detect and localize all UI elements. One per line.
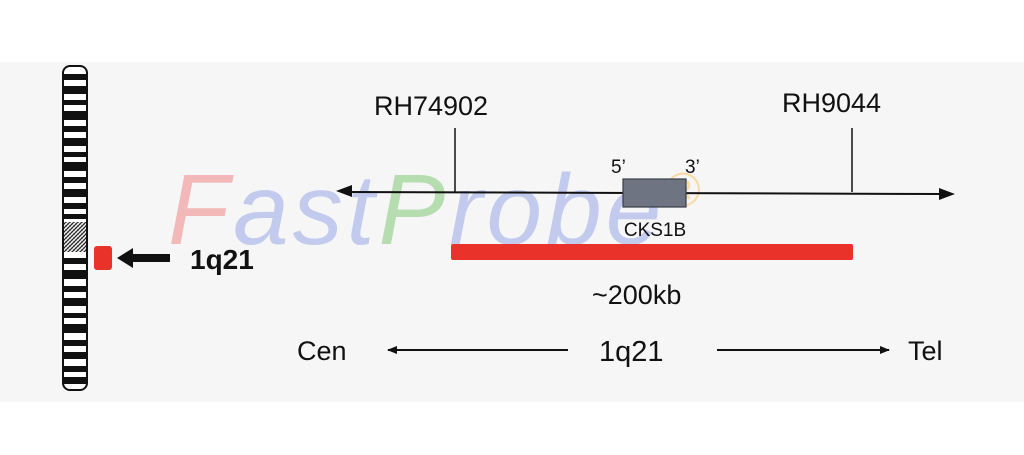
gene-box <box>622 178 687 208</box>
chromosome-band <box>64 324 86 333</box>
band-highlight-marker <box>94 246 112 270</box>
chromosome-ideogram <box>62 65 88 391</box>
marker-right-label: RH9044 <box>782 88 881 118</box>
chromosome-band <box>64 214 86 219</box>
probe-size-label: ~200kb <box>592 280 681 310</box>
gene-five-prime-label: 5’ <box>611 157 626 178</box>
chromosome-band <box>64 111 86 120</box>
chromosome-band <box>64 138 86 146</box>
genomic-axis-left-arrowhead <box>336 185 352 197</box>
chromosome-bands <box>64 74 86 384</box>
centromere-direction-label: Cen <box>297 336 347 366</box>
chromosome-band <box>64 298 86 306</box>
chromosome-band <box>64 313 86 318</box>
band-arrow <box>117 248 170 268</box>
chromosome-band <box>64 152 86 157</box>
chromosome-band <box>64 340 86 346</box>
orientation-band-label: 1q21 <box>599 336 664 368</box>
diagram-background <box>0 62 1024 402</box>
chromosome-band <box>64 74 86 80</box>
telomere-direction-label: Tel <box>908 336 943 366</box>
marker-left-label: RH74902 <box>374 91 488 121</box>
chromosome-band <box>64 189 86 197</box>
gene-three-prime-label: 3’ <box>685 157 700 178</box>
chromosome-band <box>64 270 86 279</box>
watermark-part-ast: ast <box>233 154 379 266</box>
chromosome-band <box>64 177 86 183</box>
watermark-part-p: P <box>379 154 450 266</box>
chromosome-band <box>64 100 86 105</box>
chromosome-band <box>64 258 86 264</box>
chromosome-band <box>64 162 86 171</box>
chromosome-band <box>64 286 86 292</box>
gene-name-label: CKS1B <box>624 220 686 241</box>
chromosome-band <box>64 86 86 94</box>
chromosome-band <box>64 352 86 359</box>
watermark-part-f: F <box>168 154 234 266</box>
chromosome-band <box>64 126 86 132</box>
genomic-axis-right-arrowhead <box>939 188 955 200</box>
probe-bar <box>451 244 853 260</box>
centromere-region <box>64 222 86 252</box>
chromosome-band <box>64 366 86 372</box>
band-label: 1q21 <box>190 244 254 275</box>
chromosome-band <box>64 377 86 384</box>
chromosome-band <box>64 203 86 209</box>
